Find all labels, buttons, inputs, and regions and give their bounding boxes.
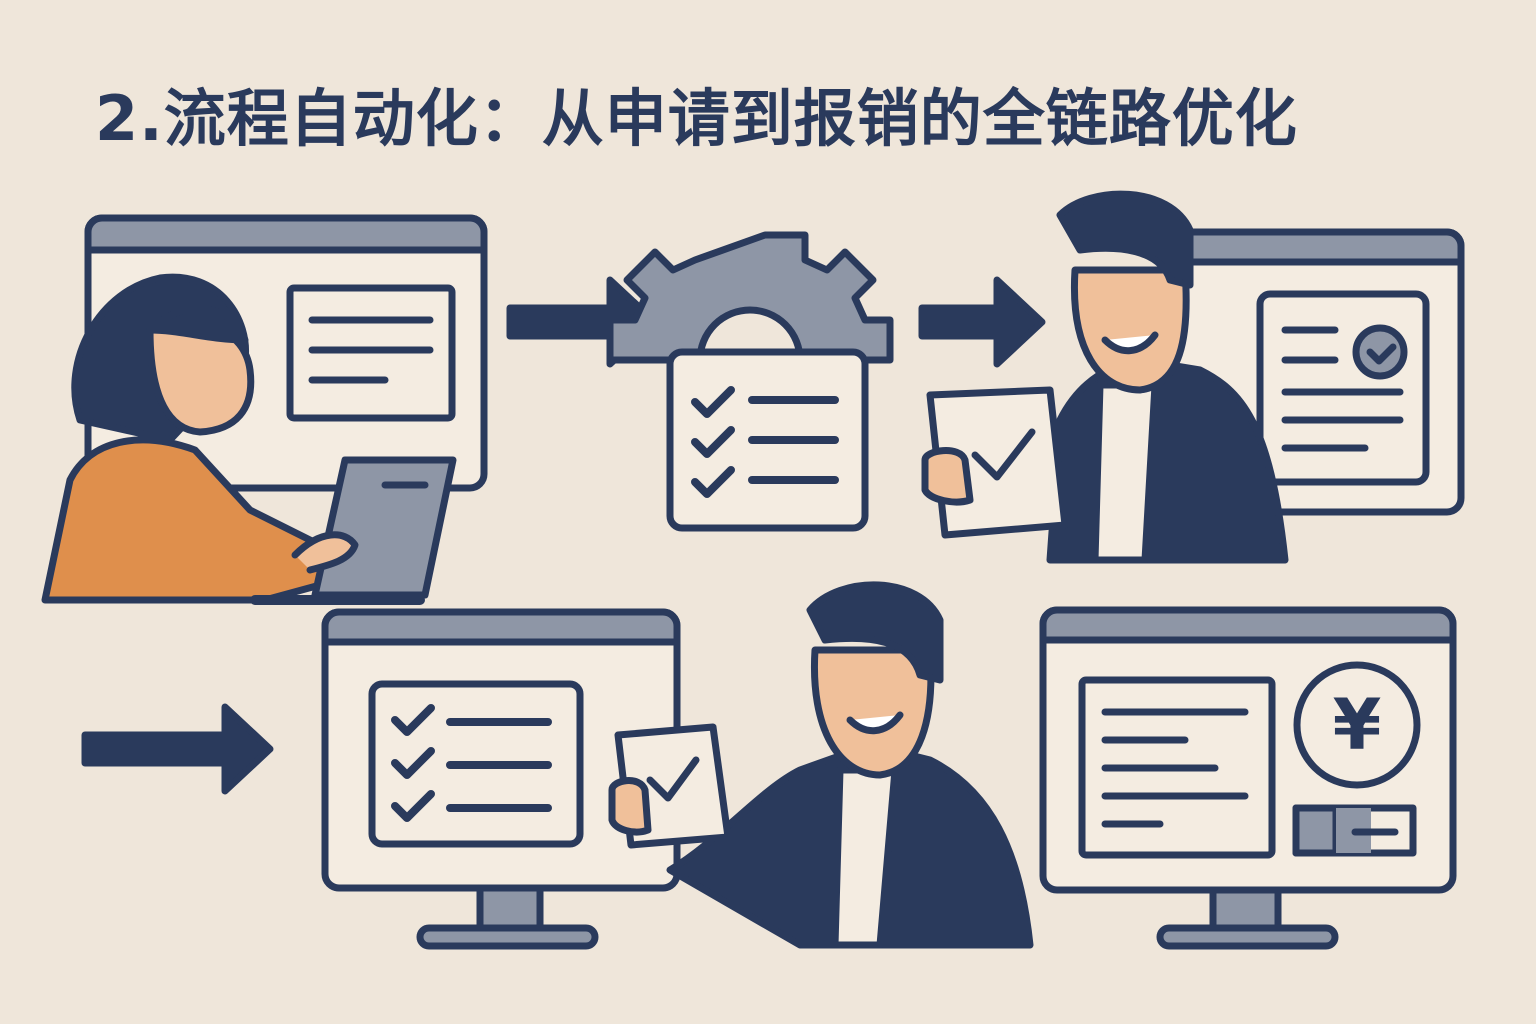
employee-laptop-icon	[41, 214, 488, 605]
arrow-right-icon	[918, 276, 1046, 368]
approver-document-icon	[921, 190, 1465, 564]
monitor-checklist-icon	[321, 608, 681, 950]
yen-coin-icon	[1293, 661, 1421, 789]
yen-symbol: ¥	[1332, 684, 1382, 766]
page-title: 2.流程自动化：从申请到报销的全链路优化	[95, 82, 1298, 155]
arrow-right-icon	[81, 703, 274, 795]
monitor-payment-icon	[1039, 606, 1457, 950]
gear-checklist-icon	[606, 231, 894, 532]
manager-document-icon	[608, 581, 1034, 949]
